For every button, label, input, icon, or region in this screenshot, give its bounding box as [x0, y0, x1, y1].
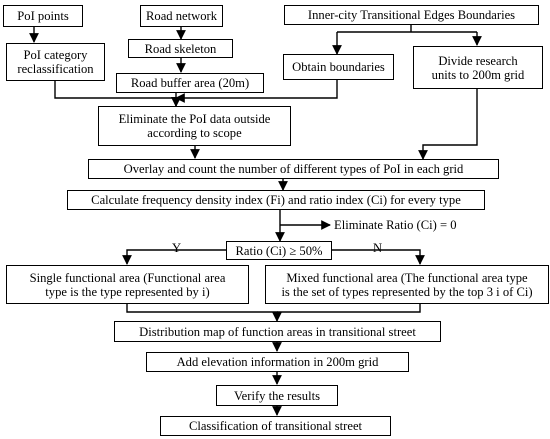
poi-reclassification-node: PoI category reclassification — [6, 43, 105, 81]
yes-label: Y — [172, 241, 182, 255]
arrow-ratio-to-mixed — [332, 249, 425, 265]
overlay-count-node: Overlay and count the number of differen… — [88, 159, 499, 179]
inner-city-boundaries-node: Inner-city Transitional Edges Boundaries — [284, 5, 539, 25]
arrow-single-to-distribution — [126, 303, 282, 322]
arrow-obtain-to-eliminate — [175, 79, 338, 103]
add-elevation-node: Add elevation information in 200m grid — [146, 352, 409, 372]
eliminate-ratio-label: Eliminate Ratio (Ci) = 0 — [334, 218, 457, 232]
distribution-map-node: Distribution map of function areas in tr… — [114, 321, 441, 342]
poi-points-node: PoI points — [3, 5, 83, 27]
obtain-boundaries-node: Obtain boundaries — [283, 54, 394, 80]
arrow-mixed-to-distribution — [277, 303, 421, 313]
verify-results-node: Verify the results — [216, 385, 338, 406]
ratio-condition-node: Ratio (Ci) ≥ 50% — [226, 241, 332, 260]
mixed-functional-area-node: Mixed functional area (The functional ar… — [265, 265, 549, 304]
road-skeleton-node: Road skeleton — [128, 39, 233, 58]
eliminate-poi-node: Eliminate the PoI data outside according… — [98, 106, 291, 146]
arrow-divide-to-overlay — [418, 88, 478, 160]
arrow-ratio-to-single — [122, 249, 226, 265]
single-functional-area-node: Single functional area (Functional area … — [6, 265, 249, 304]
road-buffer-node: Road buffer area (20m) — [116, 73, 264, 93]
calculate-indices-node: Calculate frequency density index (Fi) a… — [67, 190, 485, 210]
divide-units-node: Divide research units to 200m grid — [413, 46, 543, 89]
road-network-node: Road network — [140, 5, 223, 27]
classification-node: Classification of transitional street — [160, 416, 391, 436]
no-label: N — [373, 241, 383, 255]
